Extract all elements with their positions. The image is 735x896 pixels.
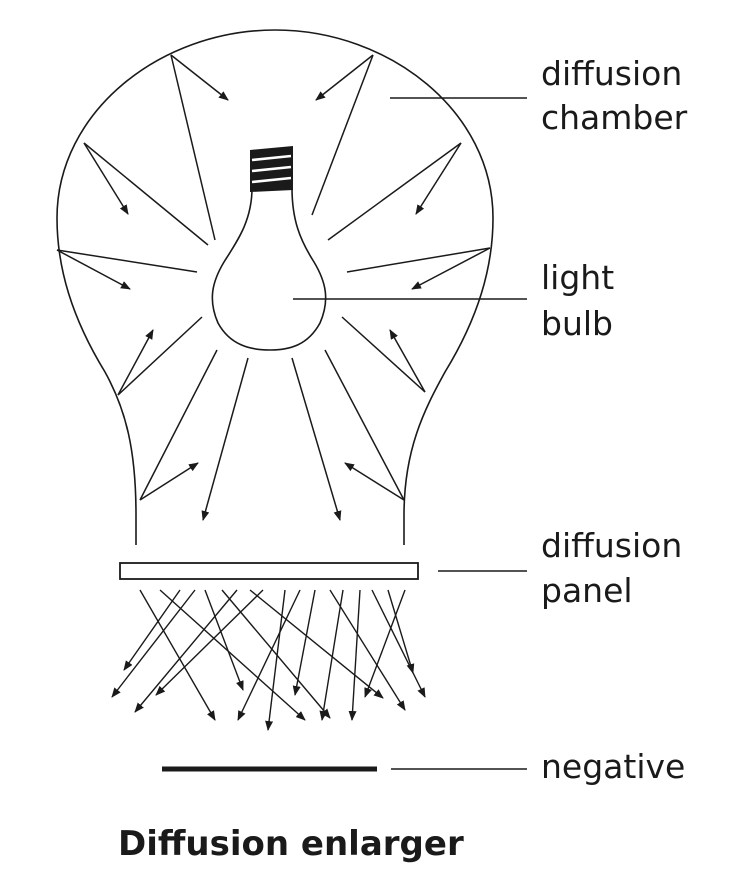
scattered-light-rays [111,589,426,731]
label-negative: negative [541,747,686,786]
label-diffusion-chamber-line1: diffusion [541,54,683,93]
label-diffusion-panel-line1: diffusion [541,526,683,565]
diffusion-panel [119,562,419,580]
light-bulb-screw-base [250,146,293,192]
label-light-bulb-line1: light [541,258,615,297]
diffusion-chamber-outline [56,29,494,545]
leader-lines [293,97,527,770]
chamber-light-rays [56,54,491,521]
label-diffusion-panel-line2: panel [541,571,633,610]
light-bulb-glass [211,187,327,351]
diagram-title: Diffusion enlarger [118,824,464,864]
light-bulb [211,146,327,351]
label-diffusion-chamber-line2: chamber [541,98,688,137]
label-light-bulb-line2: bulb [541,304,613,343]
